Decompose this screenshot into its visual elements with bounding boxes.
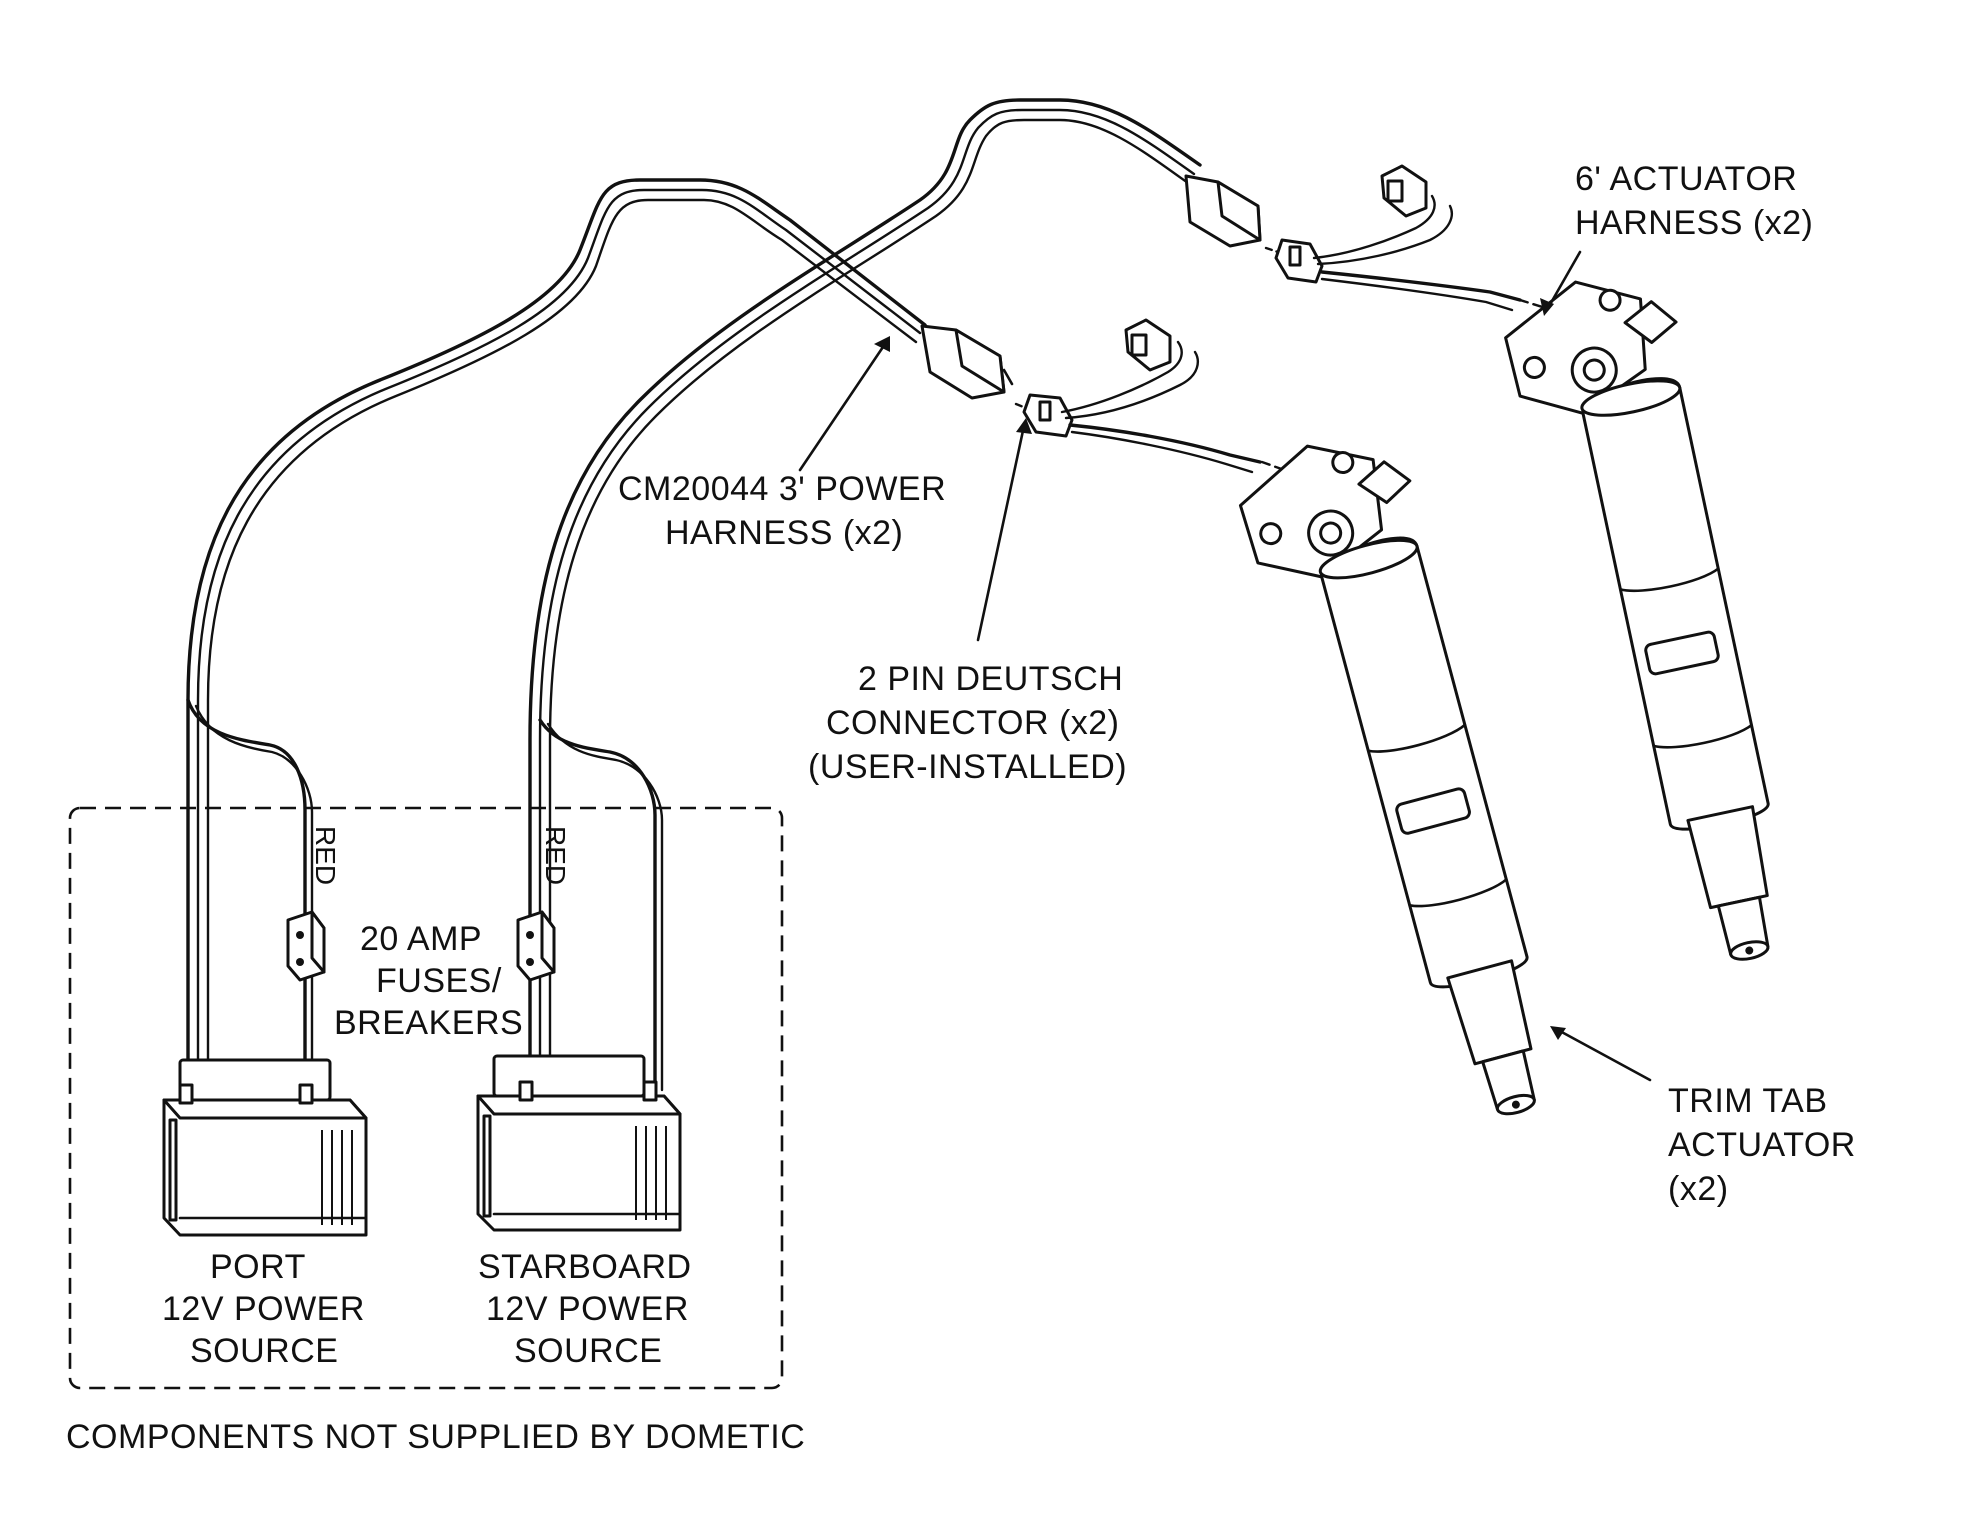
label-line: HARNESS (x2) xyxy=(665,514,903,552)
label-line: 20 AMP xyxy=(360,920,482,958)
actuator-icon xyxy=(1238,444,1536,1116)
label-line: 12V POWER xyxy=(486,1290,689,1328)
label-power-harness: CM20044 3' POWER HARNESS (x2) xyxy=(618,470,946,552)
label-line: HARNESS (x2) xyxy=(1575,204,1813,242)
label-red-wire-2: RED xyxy=(540,826,571,885)
label-line: SOURCE xyxy=(190,1332,338,1370)
battery-icon-2 xyxy=(476,1054,682,1232)
label-line: FUSES/ xyxy=(376,962,502,1000)
label-line: (USER-INSTALLED) xyxy=(808,748,1127,786)
label-line: 2 PIN DEUTSCH xyxy=(858,660,1123,698)
label-line: ACTUATOR xyxy=(1668,1126,1856,1164)
label-line: STARBOARD xyxy=(478,1248,692,1286)
label-line: BREAKERS xyxy=(334,1004,523,1042)
label-not-supplied: COMPONENTS NOT SUPPLIED BY DOMETIC xyxy=(66,1418,805,1456)
leader-lines xyxy=(798,250,1652,1082)
deutsch-connector-icon-2 xyxy=(1264,164,1554,312)
label-line: (x2) xyxy=(1668,1170,1729,1208)
label-line: TRIM TAB xyxy=(1668,1082,1828,1120)
label-trim-tab-actuator: TRIM TAB ACTUATOR (x2) xyxy=(1668,1082,1856,1208)
label-red: RED xyxy=(540,826,571,885)
label-line: CONNECTOR (x2) xyxy=(826,704,1120,742)
power-harness-1 xyxy=(186,178,927,1100)
connector-icon xyxy=(920,324,1014,400)
label-starboard-source: STARBOARD 12V POWER SOURCE xyxy=(478,1248,692,1370)
not-supplied-region xyxy=(68,806,784,1390)
label-line: SOURCE xyxy=(514,1332,662,1370)
label-fuses: 20 AMP FUSES/ BREAKERS xyxy=(334,920,523,1042)
fuse-icon xyxy=(286,910,326,982)
fuse-icon-2 xyxy=(516,910,556,982)
label-red: RED xyxy=(310,826,341,885)
label-line: 6' ACTUATOR xyxy=(1575,160,1797,198)
label-line: PORT xyxy=(210,1248,306,1286)
actuator-icon-2 xyxy=(1504,280,1770,961)
label-line: CM20044 3' POWER xyxy=(618,470,946,508)
deutsch-connector-icon xyxy=(1014,318,1292,474)
label-actuator-harness: 6' ACTUATOR HARNESS (x2) xyxy=(1575,160,1813,242)
label-line: 12V POWER xyxy=(162,1290,365,1328)
label-deutsch-connector: 2 PIN DEUTSCH CONNECTOR (x2) (USER-INSTA… xyxy=(808,660,1127,786)
label-port-source: PORT 12V POWER SOURCE xyxy=(162,1248,365,1370)
connector-icon-2 xyxy=(1184,174,1262,248)
battery-icon xyxy=(162,1058,368,1237)
power-harness-2 xyxy=(528,98,1202,1092)
label-red-wire-1: RED xyxy=(310,826,341,885)
